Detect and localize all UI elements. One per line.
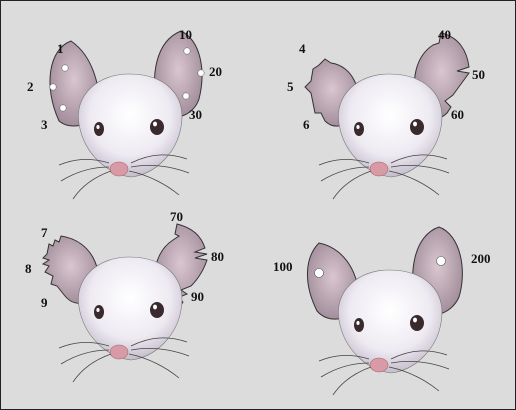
panel-single-holes <box>50 31 204 199</box>
ear-hole <box>60 105 66 111</box>
ear-hole <box>198 70 204 76</box>
label-100: 100 <box>273 259 293 274</box>
label-9: 9 <box>41 295 48 310</box>
ear-hole <box>437 257 446 266</box>
panel-center-holes <box>307 227 462 395</box>
label-50: 50 <box>472 67 485 82</box>
label-1: 1 <box>57 41 64 56</box>
label-7: 7 <box>41 225 48 240</box>
label-80: 80 <box>211 249 224 264</box>
ear-hole <box>50 84 56 90</box>
panel-single-notches <box>305 33 469 199</box>
label-8: 8 <box>25 261 32 276</box>
ear-hole <box>184 48 190 54</box>
label-40: 40 <box>438 27 451 42</box>
label-30: 30 <box>189 107 202 122</box>
ear-hole <box>183 93 189 99</box>
ear-hole <box>62 65 68 71</box>
label-200: 200 <box>471 251 491 266</box>
label-2: 2 <box>27 79 34 94</box>
label-10: 10 <box>179 27 192 42</box>
label-20: 20 <box>209 64 222 79</box>
label-90: 90 <box>191 289 204 304</box>
label-5: 5 <box>287 79 294 94</box>
label-70: 70 <box>170 209 183 224</box>
ear-hole <box>315 269 324 278</box>
label-3: 3 <box>41 117 48 132</box>
label-60: 60 <box>451 107 464 122</box>
label-6: 6 <box>303 117 310 132</box>
label-4: 4 <box>299 41 306 56</box>
panel-double-notches <box>43 224 207 382</box>
